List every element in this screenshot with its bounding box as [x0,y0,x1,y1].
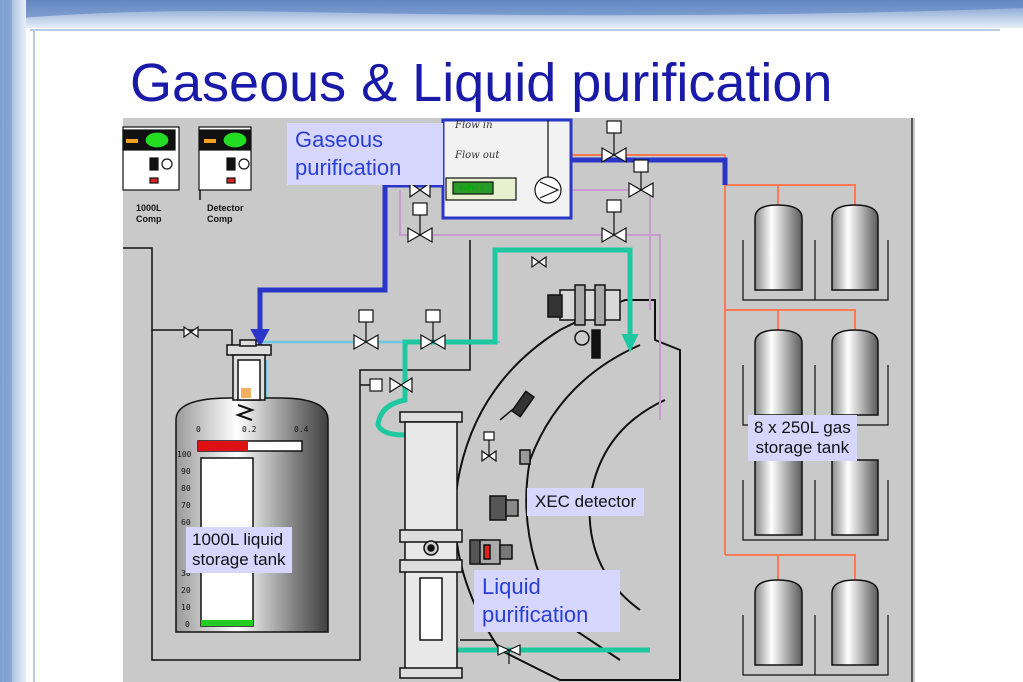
liquid-purification-line [375,247,650,653]
gas-purifier-box [441,118,573,220]
gauge-scale-top-1: 0.2 [242,425,257,434]
comp-1000l-label-line1: 1000L [136,203,162,213]
gas-storage-label-line2: storage tank [755,438,850,457]
gas-tank-2 [831,204,879,291]
gaseous-purification-label-line1: Gaseous [295,127,384,152]
orange-gas-lines [520,154,856,580]
flow-in-label: Flow in [455,120,493,131]
gauge-tick: 10 [181,603,191,612]
gauge-tick: 100 [177,450,192,459]
detector-comp-label-line1: Detector [207,203,244,213]
comp-1000l-label-line2: Comp [136,214,162,224]
gauge-tick: 60 [181,518,191,527]
detector-comp-label: Detector Comp [207,203,244,225]
detector-comp-label-line2: Comp [207,214,233,224]
gaseous-purification-label: Gaseous purification [287,123,443,185]
gauge-tick: 30 [181,569,191,578]
purifier-display: NuPure [459,184,485,192]
gauge-tick: 0 [185,620,190,629]
gas-tank-6 [831,459,879,536]
gas-tank-7 [754,579,803,666]
gas-tank-8 [831,579,879,666]
xec-detector-label: XEC detector [527,488,645,516]
gas-tank-5 [754,459,803,536]
liquid-storage-label-line1: 1000L liquid [192,530,284,549]
flow-out-label: Flow out [455,150,500,161]
compressor-panels [122,126,252,191]
gauge-tick: 70 [181,501,191,510]
liquid-purifier-column [399,411,463,679]
valves [183,120,654,664]
gas-tank-4 [831,329,879,416]
liquid-storage-label-line2: storage tank [192,550,286,569]
gauge-tick: 80 [181,484,191,493]
liquid-purification-label: Liquid purification [474,570,620,632]
liquid-purification-label-line1: Liquid [482,574,541,599]
cryocooler [547,284,621,359]
liquid-purification-label-line2: purification [482,602,589,627]
gauge-tick: 20 [181,586,191,595]
gas-tank-3 [754,329,803,416]
gauge-scale-top-0: 0 [196,425,201,434]
gauge-scale-top-2: 0.4 [294,425,309,434]
gas-tank-1 [754,204,803,291]
gauge-tick: 90 [181,467,191,476]
gas-storage-label: 8 x 250L gas storage tank [748,415,857,461]
gas-storage-tanks [742,204,889,676]
comp-1000l-label: 1000L Comp [136,203,162,225]
gas-storage-label-line1: 8 x 250L gas [754,418,851,437]
gaseous-purification-label-line2: purification [295,155,402,180]
liquid-storage-label: 1000L liquid storage tank [186,527,292,573]
slide-title: Gaseous & Liquid purification [130,53,833,113]
